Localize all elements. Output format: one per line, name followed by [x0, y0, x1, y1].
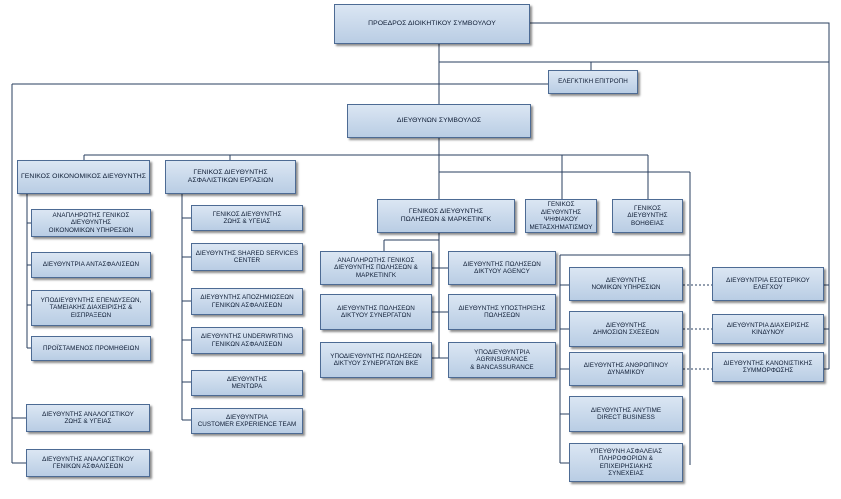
- gm-sales-box: ΓΕΝΙΚΟΣ ΔΙΕΥΘΥΝΤΗΣ ΠΩΛΗΣΕΩΝ & ΜΑΡΚΕΤΙΝΓΚ: [377, 199, 515, 233]
- procurement-box: ΠΡΟΪΣΤΑΜΕΝΟΣ ΠΡΟΜΗΘΕΙΩΝ: [31, 336, 151, 361]
- agency-label: ΔΙΕΥΘΥΝΤΗΣ ΠΩΛΗΣΕΩΝ ΔΙΚΤΥΟΥ AGENCY: [463, 260, 541, 276]
- cfo-deputy-box: ΑΝΑΠΛΗΡΩΤΗΣ ΓΕΝΙΚΟΣ ΔΙΕΥΘΥΝΤΗΣ ΟΙΚΟΝΟΜΙΚ…: [31, 209, 151, 237]
- board-chairman-box: ΠΡΟΕΔΡΟΣ ΔΙΟΙΚΗΤΙΚΟΥ ΣΥΜΒΟΥΛΟΥ: [334, 4, 530, 44]
- cfo-deputy-label: ΑΝΑΠΛΗΡΩΤΗΣ ΓΕΝΙΚΟΣ ΔΙΕΥΘΥΝΤΗΣ ΟΙΚΟΝΟΜΙΚ…: [48, 211, 134, 234]
- infosec-box: ΥΠΕΥΘΥΝΗ ΑΣΦΑΛΕΙΑΣ ΠΛΗΡΟΦΟΡΙΩΝ & ΕΠΙΧΕΙΡ…: [569, 443, 683, 482]
- actuary-life-box: ΔΙΕΥΘΥΝΤΗΣ ΑΝΑΛΟΓΙΣΤΙΚΟΥ ΖΩΗΣ & ΥΓΕΙΑΣ: [26, 404, 150, 432]
- anytime-box: ΔΙΕΥΘΥΝΤΗΣ ANYTIME DIRECT BUSINESS: [569, 396, 683, 432]
- sales-support-label: ΔΙΕΥΘΥΝΤΗΣ ΥΠΟΣΤΗΡΙΞΗΣ ΠΩΛΗΣΕΩΝ: [458, 304, 546, 320]
- legal-label: ΔΙΕΥΘΥΝΤΗΣ ΝΟΜΙΚΩΝ ΥΠΗΡΕΣΙΩΝ: [591, 276, 661, 292]
- bancassurance-label: ΥΠΟΔΙΕΥΘΥΝΤΡΙΑ AGRINSURANCE & BANCASSURA…: [470, 348, 534, 371]
- gm-sales-label: ΓΕΝΙΚΟΣ ΔΙΕΥΘΥΝΤΗΣ ΠΩΛΗΣΕΩΝ & ΜΑΡΚΕΤΙΝΓΚ: [400, 208, 492, 223]
- cx-team-label: ΔΙΕΥΘΥΝΤΡΙΑ CUSTOMER EXPERIENCE TEAM: [197, 413, 297, 429]
- gm-assist-label: ΓΕΝΙΚΟΣ ΔΙΕΥΘΥΝΤΗΣ ΒΟΗΘΕΙΑΣ: [627, 204, 668, 227]
- mentor-label: ΔΙΕΥΘΥΝΤΗΣ ΜΕΝΤΩΡΑ: [226, 375, 268, 391]
- reinsurance-box: ΔΙΕΥΘΥΝΤΡΙΑ ΑΝΤΑΣΦΑΛΙΣΕΩΝ: [31, 252, 151, 278]
- claims-box: ΔΙΕΥΘΥΝΤΗΣ ΑΠΟΖΗΜΙΩΣΕΩΝ ΓΕΝΙΚΩΝ ΑΣΦΑΛΙΣΕ…: [191, 288, 303, 315]
- ceo-box: ΔΙΕΥΘΥΝΩΝ ΣΥΜΒΟΥΛΟΣ: [347, 104, 531, 138]
- underwriting-box: ΔΙΕΥΘΥΝΤΗΣ UNDERWRITING ΓΕΝΙΚΩΝ ΑΣΦΑΛΙΣΕ…: [191, 327, 303, 354]
- shared-services-box: ΔΙΕΥΘΥΝΤΗΣ SHARED SERVICES CENTER: [191, 243, 303, 271]
- audit-committee-box: ΕΛΕΓΚΤΙΚΗ ΕΠΙΤΡΟΠΗ: [548, 70, 638, 94]
- cx-team-box: ΔΙΕΥΘΥΝΤΡΙΑ CUSTOMER EXPERIENCE TEAM: [191, 408, 303, 434]
- actuary-general-box: ΔΙΕΥΘΥΝΤΗΣ ΑΝΑΛΟΓΙΣΤΙΚΟΥ ΓΕΝΙΚΩΝ ΑΣΦΑΛΙΣ…: [26, 449, 150, 477]
- sales-deputy-label: ΑΝΑΠΛΗΡΩΤΗΣ ΓΕΝΙΚΟΣ ΔΙΕΥΘΥΝΤΗΣ ΠΩΛΗΣΕΩΝ …: [334, 256, 418, 279]
- cfo-box: ΓΕΝΙΚΟΣ ΟΙΚΟΝΟΜΙΚΟΣ ΔΙΕΥΘΥΝΤΗΣ: [17, 160, 150, 194]
- sales-deputy-box: ΑΝΑΠΛΗΡΩΤΗΣ ΓΕΝΙΚΟΣ ΔΙΕΥΘΥΝΤΗΣ ΠΩΛΗΣΕΩΝ …: [320, 251, 432, 285]
- board-chairman-label: ΠΡΟΕΔΡΟΣ ΔΙΟΙΚΗΤΙΚΟΥ ΣΥΜΒΟΥΛΟΥ: [368, 20, 496, 27]
- gm-digital-box: ΓΕΝΙΚΟΣ ΔΙΕΥΘΥΝΤΗΣ ΨΗΦΙΑΚΟΥ ΜΕΤΑΣΧΗΜΑΤΙΣ…: [525, 199, 597, 233]
- pr-box: ΔΙΕΥΘΥΝΤΗΣ ΔΗΜΟΣΙΩΝ ΣΧΕΣΕΩΝ: [569, 311, 683, 347]
- partners-network-label: ΔΙΕΥΘΥΝΤΗΣ ΠΩΛΗΣΕΩΝ ΔΙΚΤΥΟΥ ΣΥΝΕΡΓΑΤΩΝ: [337, 304, 415, 320]
- mentor-box: ΔΙΕΥΘΥΝΤΗΣ ΜΕΝΤΩΡΑ: [191, 370, 303, 396]
- legal-box: ΔΙΕΥΘΥΝΤΗΣ ΝΟΜΙΚΩΝ ΥΠΗΡΕΣΙΩΝ: [569, 267, 683, 301]
- risk-label: ΔΙΕΥΘΥΝΤΡΙΑ ΔΙΑΧΕΙΡΙΣΗΣ ΚΙΝΔΥΝΟΥ: [726, 321, 810, 337]
- gm-digital-label: ΓΕΝΙΚΟΣ ΔΙΕΥΘΥΝΤΗΣ ΨΗΦΙΑΚΟΥ ΜΕΤΑΣΧΗΜΑΤΙΣ…: [529, 201, 593, 231]
- bancassurance-box: ΥΠΟΔΙΕΥΘΥΝΤΡΙΑ AGRINSURANCE & BANCASSURA…: [448, 342, 556, 378]
- hr-box: ΔΙΕΥΘΥΝΤΗΣ ΑΝΘΡΩΠΙΝΟΥ ΔΥΝΑΜΙΚΟΥ: [569, 352, 683, 386]
- shared-services-label: ΔΙΕΥΘΥΝΤΗΣ SHARED SERVICES CENTER: [195, 249, 299, 265]
- actuary-life-label: ΔΙΕΥΘΥΝΤΗΣ ΑΝΑΛΟΓΙΣΤΙΚΟΥ ΖΩΗΣ & ΥΓΕΙΑΣ: [42, 410, 134, 426]
- ceo-label: ΔΙΕΥΘΥΝΩΝ ΣΥΜΒΟΥΛΟΣ: [396, 117, 482, 124]
- procurement-label: ΠΡΟΪΣΤΑΜΕΝΟΣ ΠΡΟΜΗΘΕΙΩΝ: [42, 344, 140, 352]
- investments-label: ΥΠΟΔΙΕΥΘΥΝΤΗΣ ΕΠΕΝΔΥΣΕΩΝ, ΤΑΜΕΙΑΚΗΣ ΔΙΑΧ…: [40, 296, 142, 319]
- anytime-label: ΔΙΕΥΘΥΝΤΗΣ ANYTIME DIRECT BUSINESS: [590, 406, 662, 422]
- risk-box: ΔΙΕΥΘΥΝΤΡΙΑ ΔΙΑΧΕΙΡΙΣΗΣ ΚΙΝΔΥΝΟΥ: [712, 314, 824, 344]
- pr-label: ΔΙΕΥΘΥΝΤΗΣ ΔΗΜΟΣΙΩΝ ΣΧΕΣΕΩΝ: [593, 321, 659, 337]
- underwriting-label: ΔΙΕΥΘΥΝΤΗΣ UNDERWRITING ΓΕΝΙΚΩΝ ΑΣΦΑΛΙΣΕ…: [200, 333, 294, 348]
- gm-life-label: ΓΕΝΙΚΟΣ ΔΙΕΥΘΥΝΤΗΣ ΖΩΗΣ & ΥΓΕΙΑΣ: [212, 210, 282, 226]
- compliance-box: ΔΙΕΥΘΥΝΤΗΣ ΚΑΝΟΝΙΣΤΙΚΗΣ ΣΥΜΜΟΡΦΩΣΗΣ: [712, 352, 824, 382]
- gm-life-box: ΓΕΝΙΚΟΣ ΔΙΕΥΘΥΝΤΗΣ ΖΩΗΣ & ΥΓΕΙΑΣ: [191, 205, 303, 231]
- sales-support-box: ΔΙΕΥΘΥΝΤΗΣ ΥΠΟΣΤΗΡΙΞΗΣ ΠΩΛΗΣΕΩΝ: [448, 294, 556, 330]
- gm-assist-box: ΓΕΝΙΚΟΣ ΔΙΕΥΘΥΝΤΗΣ ΒΟΗΘΕΙΑΣ: [612, 199, 683, 233]
- partners-bke-box: ΥΠΟΔΙΕΥΘΥΝΤΗΣ ΠΩΛΗΣΕΩΝ ΔΙΚΤΥΟΥ ΣΥΝΕΡΓΑΤΩ…: [320, 342, 432, 378]
- claims-label: ΔΙΕΥΘΥΝΤΗΣ ΑΠΟΖΗΜΙΩΣΕΩΝ ΓΕΝΙΚΩΝ ΑΣΦΑΛΙΣΕ…: [200, 294, 294, 309]
- partners-network-box: ΔΙΕΥΘΥΝΤΗΣ ΠΩΛΗΣΕΩΝ ΔΙΚΤΥΟΥ ΣΥΝΕΡΓΑΤΩΝ: [320, 294, 432, 330]
- compliance-label: ΔΙΕΥΘΥΝΤΗΣ ΚΑΝΟΝΙΣΤΙΚΗΣ ΣΥΜΜΟΡΦΩΣΗΣ: [723, 359, 813, 375]
- agency-box: ΔΙΕΥΘΥΝΤΗΣ ΠΩΛΗΣΕΩΝ ΔΙΚΤΥΟΥ AGENCY: [448, 251, 556, 285]
- internal-audit-label: ΔΙΕΥΘΥΝΤΡΙΑ ΕΣΩΤΕΡΙΚΟΥ ΕΛΕΓΧΟΥ: [726, 276, 810, 292]
- partners-bke-label: ΥΠΟΔΙΕΥΘΥΝΤΗΣ ΠΩΛΗΣΕΩΝ ΔΙΚΤΥΟΥ ΣΥΝΕΡΓΑΤΩ…: [330, 352, 422, 368]
- audit-committee-label: ΕΛΕΓΚΤΙΚΗ ΕΠΙΤΡΟΠΗ: [558, 78, 628, 86]
- cfo-label: ΓΕΝΙΚΟΣ ΟΙΚΟΝΟΜΙΚΟΣ ΔΙΕΥΘΥΝΤΗΣ: [20, 173, 147, 180]
- gm-insurance-label: ΓΕΝΙΚΟΣ ΔΙΕΥΘΥΝΤΗΣ ΑΣΦΑΛΙΣΤΙΚΩΝ ΕΡΓΑΣΙΩΝ: [187, 169, 274, 184]
- reinsurance-label: ΔΙΕΥΘΥΝΤΡΙΑ ΑΝΤΑΣΦΑΛΙΣΕΩΝ: [42, 261, 140, 269]
- hr-label: ΔΙΕΥΘΥΝΤΗΣ ΑΝΘΡΩΠΙΝΟΥ ΔΥΝΑΜΙΚΟΥ: [583, 361, 669, 377]
- internal-audit-box: ΔΙΕΥΘΥΝΤΡΙΑ ΕΣΩΤΕΡΙΚΟΥ ΕΛΕΓΧΟΥ: [712, 267, 824, 301]
- infosec-label: ΥΠΕΥΘΥΝΗ ΑΣΦΑΛΕΙΑΣ ΠΛΗΡΟΦΟΡΙΩΝ & ΕΠΙΧΕΙΡ…: [589, 447, 663, 478]
- actuary-general-label: ΔΙΕΥΘΥΝΤΗΣ ΑΝΑΛΟΓΙΣΤΙΚΟΥ ΓΕΝΙΚΩΝ ΑΣΦΑΛΙΣ…: [42, 455, 134, 471]
- investments-box: ΥΠΟΔΙΕΥΘΥΝΤΗΣ ΕΠΕΝΔΥΣΕΩΝ, ΤΑΜΕΙΑΚΗΣ ΔΙΑΧ…: [31, 290, 151, 326]
- gm-insurance-box: ΓΕΝΙΚΟΣ ΔΙΕΥΘΥΝΤΗΣ ΑΣΦΑΛΙΣΤΙΚΩΝ ΕΡΓΑΣΙΩΝ: [165, 160, 296, 194]
